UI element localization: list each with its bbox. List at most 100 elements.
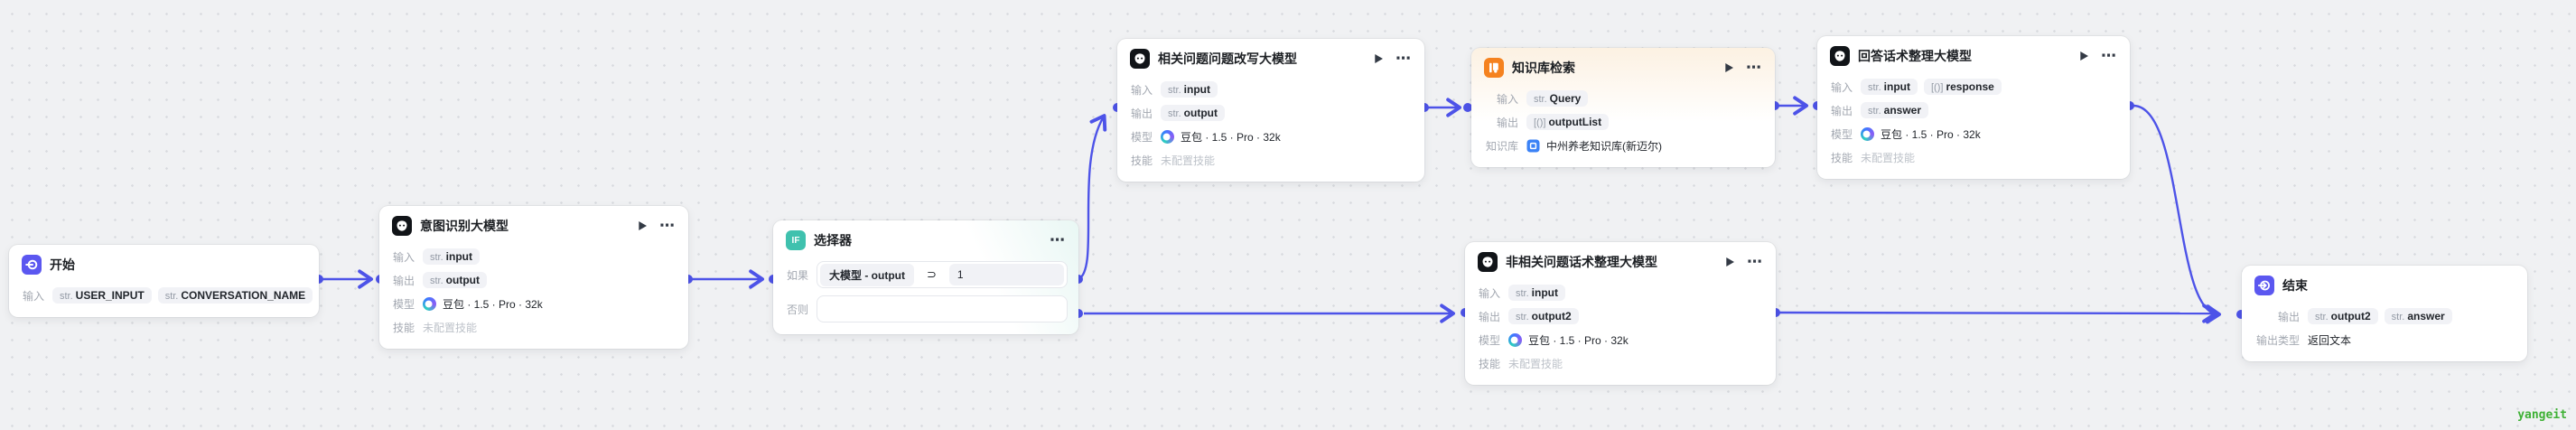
skill-value: 未配置技能: [1161, 154, 1216, 167]
rewrite-model-row: 模型 豆包 · 1.5 · Pro · 32k: [1130, 126, 1412, 146]
param-tag-user-input[interactable]: str. USER_INPUT: [52, 287, 152, 304]
intent-input-row: 输入 str.input: [392, 247, 676, 266]
node-intent-llm[interactable]: 意图识别大模型 ⋯ 输入 str.input 输出 str.output 模型 …: [379, 206, 688, 349]
model-name: 豆包 · 1.5 · Pro · 32k: [1181, 130, 1281, 144]
edge-selector-if-to-rewrite[interactable]: [1078, 114, 1107, 281]
skill-value: 未配置技能: [1861, 151, 1916, 164]
llm-face-icon: [1130, 49, 1150, 69]
kb-dataset-icon: [1526, 139, 1540, 152]
skill-label: 技能: [1830, 151, 1853, 164]
skill-value: 未配置技能: [1508, 357, 1563, 370]
intent-model-row: 模型 豆包 · 1.5 · Pro · 32k: [392, 294, 676, 313]
node-answer-title: 回答话术整理大模型: [1858, 49, 1972, 63]
more-menu-icon[interactable]: ⋯: [1050, 231, 1066, 248]
param-tag-answer[interactable]: str.answer: [2384, 308, 2452, 324]
node-intent-title: 意图识别大模型: [420, 219, 509, 233]
kb-row-label: 知识库: [1485, 139, 1518, 153]
end-output-type-row: 输出类型 返回文本: [2254, 330, 2515, 350]
kb-ref-row: 知识库 中州养老知识库(新迈尔): [1484, 136, 1762, 155]
doubao-model-icon: [1508, 332, 1522, 347]
node-kb-header: 知识库检索 ⋯: [1471, 48, 1775, 78]
node-knowledge-retrieval[interactable]: 知识库检索 ⋯ 输入 str.Query 输出 [()]outputList 知…: [1471, 48, 1775, 167]
param-tag-output[interactable]: str.output: [1161, 105, 1225, 121]
run-node-icon[interactable]: [1374, 53, 1384, 64]
condition-ref-tag[interactable]: 大模型 - output: [820, 263, 914, 286]
more-menu-icon[interactable]: ⋯: [1746, 59, 1762, 76]
node-end[interactable]: 结束 输出 str.output2 str.answer 输出类型 返回文本: [2242, 266, 2527, 361]
more-menu-icon[interactable]: ⋯: [659, 217, 676, 234]
input-label: 输入: [392, 250, 415, 264]
more-menu-icon[interactable]: ⋯: [1747, 253, 1763, 270]
input-label: 输入: [1496, 92, 1518, 106]
node-answer-llm[interactable]: 回答话术整理大模型 ⋯ 输入 str.input [()]response 输出…: [1817, 36, 2130, 179]
end-output-row: 输出 str.output2 str.answer: [2254, 306, 2515, 326]
rewrite-skill-row: 技能 未配置技能: [1130, 150, 1412, 170]
output-label: 输出: [1130, 107, 1153, 120]
model-label: 模型: [1478, 333, 1500, 347]
node-end-header: 结束: [2242, 266, 2527, 295]
if-selector-icon: IF: [786, 230, 806, 250]
yangeit-watermark: yangeit: [2517, 408, 2567, 422]
param-tag-input[interactable]: str.input: [1161, 81, 1218, 98]
param-tag-output2[interactable]: str.output2: [1508, 308, 1579, 324]
output-label: 输出: [1830, 104, 1853, 117]
else-box[interactable]: [817, 295, 1068, 322]
condition-value-input[interactable]: 1: [948, 264, 1064, 285]
param-tag-input[interactable]: str.input: [1508, 285, 1565, 301]
run-node-icon[interactable]: [1724, 62, 1734, 73]
output-label: 输出: [2277, 310, 2300, 323]
param-tag-conversation-name[interactable]: str. CONVERSATION_NAME: [157, 287, 313, 304]
doubao-model-icon: [1861, 126, 1874, 141]
param-tag-input[interactable]: str.input: [1861, 79, 1918, 95]
node-start-title: 开始: [50, 257, 75, 272]
intent-skill-row: 技能 未配置技能: [392, 317, 676, 337]
type-badge: str.: [60, 291, 73, 302]
selector-if-row: 如果 大模型 - output ⊃ 1: [786, 261, 1068, 288]
kb-input-row: 输入 str.Query: [1484, 89, 1762, 108]
more-menu-icon[interactable]: ⋯: [1395, 50, 1412, 67]
run-node-icon[interactable]: [1725, 257, 1735, 267]
nonrel-input-row: 输入 str.input: [1478, 283, 1763, 303]
kb-output-row: 输出 [()]outputList: [1484, 112, 1762, 132]
node-nonrelated-llm[interactable]: 非相关问题话术整理大模型 ⋯ 输入 str.input 输出 str.outpu…: [1465, 242, 1776, 385]
llm-face-icon: [1830, 46, 1850, 66]
param-tag-response[interactable]: [()]response: [1924, 79, 2002, 95]
param-tag-query[interactable]: str.Query: [1526, 90, 1589, 107]
node-selector[interactable]: IF 选择器 ⋯ 如果 大模型 - output ⊃ 1 否则: [773, 220, 1078, 334]
node-nonrel-header: 非相关问题话术整理大模型 ⋯: [1465, 242, 1776, 272]
output-label: 输出: [1478, 310, 1500, 323]
type-badge: str.: [164, 291, 179, 302]
kb-dataset-name[interactable]: 中州养老知识库(新迈尔): [1546, 139, 1662, 153]
node-rewrite-llm[interactable]: 相关问题问题改写大模型 ⋯ 输入 str.input 输出 str.output…: [1117, 39, 1424, 182]
param-tag-output2[interactable]: str.output2: [2308, 308, 2378, 324]
param-tag-answer[interactable]: str.answer: [1861, 102, 1929, 118]
more-menu-icon[interactable]: ⋯: [2101, 47, 2117, 64]
param-tag-input[interactable]: str.input: [423, 248, 480, 265]
output-type-value: 返回文本: [2308, 333, 2352, 347]
output-label: 输出: [1496, 116, 1518, 129]
input-label: 输入: [22, 289, 44, 303]
node-start[interactable]: 开始 输入 str. USER_INPUT str. CONVERSATION_…: [9, 245, 319, 317]
edge-answer-to-end[interactable]: [2133, 104, 2222, 324]
output-type-label: 输出类型: [2255, 333, 2300, 347]
llm-face-icon: [1478, 252, 1498, 272]
run-node-icon[interactable]: [2079, 51, 2089, 61]
knowledge-base-icon: [1484, 58, 1504, 78]
model-name: 豆包 · 1.5 · Pro · 32k: [1881, 127, 1981, 141]
node-end-title: 结束: [2282, 278, 2308, 293]
param-tag-output[interactable]: str.output: [423, 272, 487, 288]
rewrite-output-row: 输出 str.output: [1130, 103, 1412, 123]
start-icon: [22, 255, 42, 275]
intent-output-row: 输出 str.output: [392, 270, 676, 290]
input-label: 输入: [1478, 286, 1500, 300]
contains-operator[interactable]: ⊃: [926, 267, 937, 281]
node-kb-title: 知识库检索: [1512, 61, 1575, 75]
rewrite-input-row: 输入 str.input: [1130, 79, 1412, 99]
node-start-header: 开始: [9, 245, 319, 275]
model-label: 模型: [1130, 130, 1153, 144]
param-tag-outputlist[interactable]: [()]outputList: [1526, 114, 1610, 130]
run-node-icon[interactable]: [638, 220, 648, 231]
if-condition-box[interactable]: 大模型 - output ⊃ 1: [817, 261, 1068, 288]
port-kb-in[interactable]: [1463, 103, 1472, 112]
